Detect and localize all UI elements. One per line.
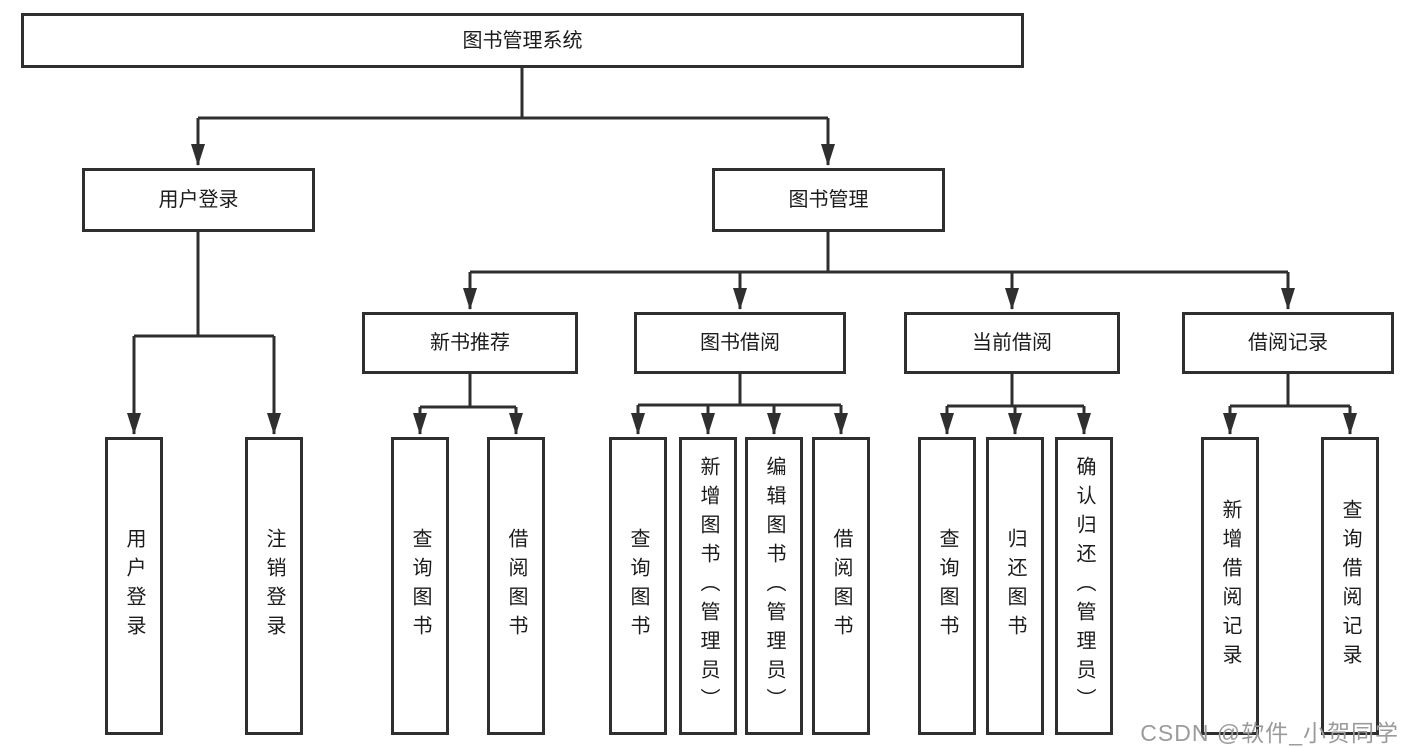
leaf-add-book-admin: 新增图书（管理员） [679,437,737,735]
leaf-user-login: 用户登录 [105,437,163,735]
leaf-confirm-return-admin: 确认归还（管理员） [1055,437,1113,735]
leaf-query-book-borrow: 查询图书 [609,437,667,735]
leaf-logout: 注销登录 [245,437,303,735]
leaf-borrow-book: 借阅图书 [812,437,870,735]
node-borrow-records: 借阅记录 [1182,312,1394,374]
node-current-borrow: 当前借阅 [904,312,1120,374]
node-book-borrow: 图书借阅 [634,312,846,374]
leaf-query-book-recommend: 查询图书 [391,437,449,735]
leaf-add-borrow-record: 新增借阅记录 [1201,437,1259,735]
node-new-book-recommend: 新书推荐 [362,312,578,374]
leaf-return-book: 归还图书 [986,437,1044,735]
leaf-borrow-book-recommend: 借阅图书 [487,437,545,735]
node-book-management: 图书管理 [712,168,945,232]
node-library-management-system: 图书管理系统 [21,13,1024,68]
node-user-login: 用户登录 [82,168,315,232]
leaf-edit-book-admin: 编辑图书（管理员） [745,437,803,735]
csdn-watermark: CSDN @软件_小贺同学 [1140,720,1399,746]
leaf-query-borrow-record: 查询借阅记录 [1321,437,1379,735]
leaf-query-book-current: 查询图书 [918,437,976,735]
